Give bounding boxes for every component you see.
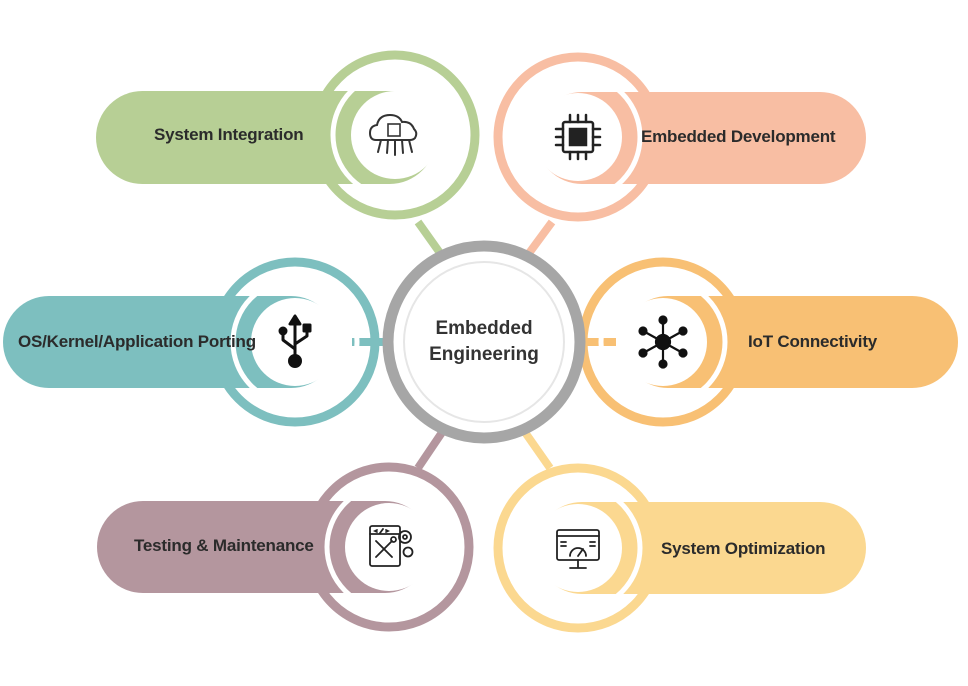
label-system-optimization: System Optimization	[661, 539, 826, 558]
inner-ring	[330, 70, 460, 200]
microchip-icon	[554, 113, 602, 161]
node-os-porting	[3, 257, 380, 427]
node-system-integration	[96, 50, 480, 220]
icon-disc	[345, 503, 433, 591]
connector-testing-maintenance	[414, 425, 449, 471]
node-embedded-development	[493, 52, 866, 222]
icon-disc	[351, 91, 439, 179]
cloud-chip-icon	[368, 113, 418, 156]
label-testing-maintenance: Testing & Maintenance	[134, 536, 314, 555]
node-system-optimization	[493, 463, 866, 633]
inner-ring	[324, 482, 454, 612]
inner-ring	[230, 277, 360, 407]
pill	[3, 296, 337, 388]
pill	[536, 92, 866, 184]
pill	[96, 91, 436, 184]
label-system-integration: System Integration	[154, 125, 304, 144]
pill	[97, 501, 431, 593]
monitor-gauge-icon	[556, 529, 600, 569]
center-title-line1: Embedded	[435, 318, 533, 339]
code-tools-icon	[369, 525, 414, 567]
center-inner-gap	[403, 261, 565, 423]
label-os-porting: OS/Kernel/Application Porting	[18, 332, 256, 351]
center-outer-ring	[382, 240, 586, 444]
pill	[536, 502, 866, 594]
node-testing-maintenance	[97, 462, 474, 632]
inner-ring	[513, 72, 643, 202]
label-embedded-development: Embedded Development	[641, 127, 836, 146]
connector-system-optimization	[518, 425, 554, 471]
center-title-line2: Engineering	[429, 344, 539, 365]
inner-ring	[513, 483, 643, 613]
usb-icon	[278, 314, 312, 368]
inner-ring	[598, 277, 728, 407]
center-hub	[382, 240, 586, 444]
network-hub-icon	[638, 315, 688, 369]
label-iot-connectivity: IoT Connectivity	[748, 332, 878, 351]
pill	[622, 296, 958, 388]
center-title: Embedded Engineering	[384, 316, 584, 368]
